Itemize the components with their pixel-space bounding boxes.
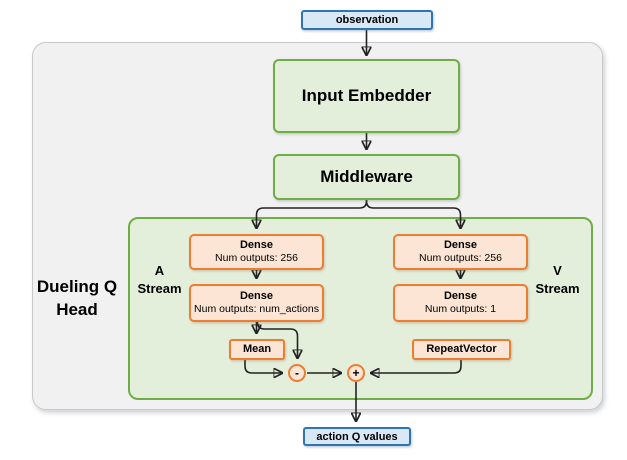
- v-dense1-detail: Num outputs: 256: [419, 252, 502, 265]
- action-q-values-node: action Q values: [303, 427, 411, 446]
- a-stream-label: A Stream: [137, 263, 182, 296]
- input-embedder-node: Input Embedder: [273, 59, 460, 133]
- middleware-label: Middleware: [320, 167, 413, 186]
- a-stream-dense1-node: Dense Num outputs: 256: [189, 234, 324, 270]
- repeatvector-label: RepeatVector: [426, 342, 497, 355]
- v-stream-dense2-node: Dense Num outputs: 1: [393, 284, 528, 322]
- mean-node: Mean: [229, 339, 285, 360]
- a-dense1-detail: Num outputs: 256: [215, 252, 298, 265]
- observation-label: observation: [335, 14, 399, 26]
- a-stream-dense2-node: Dense Num outputs: num_actions: [189, 284, 324, 322]
- subtract-operator: -: [288, 364, 306, 382]
- v-dense2-detail: Num outputs: 1: [424, 303, 497, 316]
- dueling-q-head-title: Dueling Q Head: [36, 277, 118, 319]
- v-stream-dense1-node: Dense Num outputs: 256: [393, 234, 528, 270]
- repeatvector-node: RepeatVector: [412, 339, 511, 360]
- v-stream-label: V Stream: [535, 263, 580, 296]
- action-q-values-label: action Q values: [316, 430, 398, 443]
- observation-node: observation: [301, 10, 433, 30]
- v-dense2-title: Dense: [443, 289, 478, 302]
- a-dense1-title: Dense: [239, 238, 274, 251]
- a-dense2-detail: Num outputs: num_actions: [194, 303, 319, 316]
- mean-label: Mean: [242, 342, 272, 355]
- a-dense2-title: Dense: [239, 289, 274, 302]
- add-operator: +: [347, 364, 365, 382]
- add-symbol: +: [352, 366, 360, 380]
- subtract-symbol: -: [295, 366, 299, 380]
- v-dense1-title: Dense: [443, 238, 478, 251]
- middleware-node: Middleware: [273, 154, 460, 200]
- input-embedder-label: Input Embedder: [301, 86, 432, 105]
